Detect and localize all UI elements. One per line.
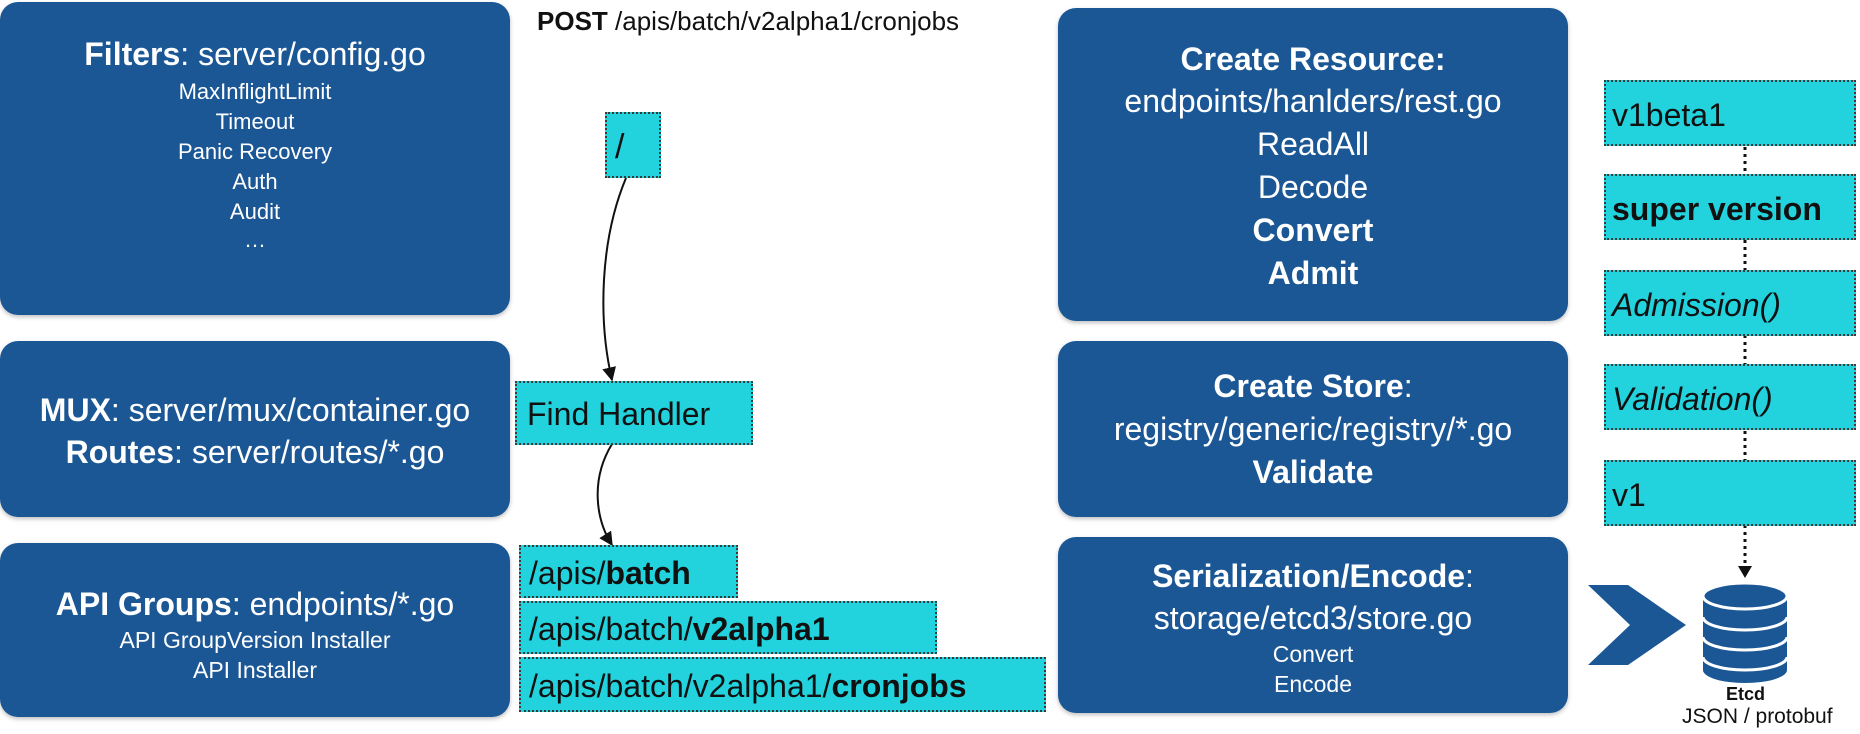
create-store-item-bold: Validate (1252, 454, 1374, 490)
filters-panel: Filters: server/config.go MaxInflightLim… (0, 2, 510, 315)
filters-title: Filters (84, 36, 181, 72)
request-method: POST (537, 6, 608, 36)
path-segment: batch (605, 555, 691, 591)
create-resource-panel: Create Resource: endpoints/hanlders/rest… (1058, 8, 1568, 321)
api-groups-file: : endpoints/*.go (231, 586, 455, 622)
arrow-find-handler-to-batch (596, 443, 613, 547)
routes-file: : server/routes/*.go (174, 434, 445, 470)
serialization-title: Serialization/Encode (1152, 558, 1466, 594)
mux-title: MUX (39, 392, 111, 428)
filter-item: MaxInflightLimit (178, 79, 332, 104)
version-box-super-version: super version (1604, 174, 1856, 240)
version-box-v1beta1: v1beta1 (1604, 80, 1856, 146)
api-groups-item: API Installer (193, 657, 317, 683)
super-version-label: super version (1612, 191, 1822, 227)
root-path-box: / (605, 112, 661, 178)
serialization-item: Convert (1272, 641, 1354, 667)
etcd-format-label: JSON / protobuf (1682, 705, 1833, 728)
routes-title: Routes (65, 434, 175, 470)
api-groups-title: API Groups (55, 586, 232, 622)
create-store-title: Create Store (1213, 368, 1404, 404)
serialization-header: Serialization/Encode: (1058, 555, 1568, 597)
filter-item: Audit (229, 199, 281, 224)
mux-panel: MUX: server/mux/container.go Routes: ser… (0, 341, 510, 517)
version-box-validation: Validation() (1604, 364, 1856, 430)
create-resource-item: ReadAll (1256, 126, 1370, 162)
serialization-file: storage/etcd3/store.go (1153, 600, 1473, 636)
path-prefix: /apis/batch/v2alpha1/ (529, 668, 832, 704)
arrow-v1-to-etcd-head (1738, 566, 1752, 578)
serialization-panel: Serialization/Encode: storage/etcd3/stor… (1058, 537, 1568, 713)
path-box-batch: /apis/batch (519, 545, 738, 598)
request-title: POST /apis/batch/v2alpha1/cronjobs (537, 6, 959, 37)
filters-header: Filters: server/config.go (0, 36, 510, 73)
path-box-v2alpha1: /apis/batch/v2alpha1 (519, 601, 937, 654)
path-prefix: /apis/batch/ (529, 611, 693, 647)
find-handler-box: Find Handler (515, 381, 753, 445)
serialization-item: Encode (1273, 671, 1352, 697)
create-resource-title: Create Resource: (1180, 41, 1446, 77)
filter-item: Timeout (215, 109, 295, 134)
version-box-v1: v1 (1604, 460, 1856, 526)
create-store-header: Create Store: (1058, 365, 1568, 408)
database-icon (1701, 581, 1789, 683)
filter-item: Panic Recovery (177, 139, 333, 164)
create-resource-item: Decode (1257, 169, 1369, 205)
create-resource-item-bold: Convert (1252, 212, 1374, 248)
path-segment: v2alpha1 (692, 611, 830, 647)
routes-line: Routes: server/routes/*.go (0, 431, 510, 473)
path-segment: cronjobs (831, 668, 967, 704)
create-store-panel: Create Store: registry/generic/registry/… (1058, 341, 1568, 517)
mux-file: : server/mux/container.go (110, 392, 471, 428)
path-box-cronjobs: /apis/batch/v2alpha1/cronjobs (519, 657, 1046, 712)
create-store-title-suffix: : (1403, 368, 1413, 404)
create-resource-item-bold: Admit (1267, 255, 1359, 291)
chevron-arrow-icon (1588, 585, 1686, 665)
validation-label: Validation() (1612, 381, 1773, 417)
request-path: /apis/batch/v2alpha1/cronjobs (607, 6, 960, 36)
version-box-admission: Admission() (1604, 270, 1856, 336)
serialization-title-suffix: : (1465, 558, 1474, 594)
admission-label: Admission() (1612, 287, 1781, 323)
arrow-root-to-find-handler (602, 177, 627, 382)
api-groups-item: API GroupVersion Installer (119, 627, 391, 653)
create-resource-file: endpoints/hanlders/rest.go (1124, 83, 1502, 119)
path-prefix: /apis/ (529, 555, 606, 591)
etcd-label: Etcd (1726, 684, 1766, 704)
api-groups-header: API Groups: endpoints/*.go (0, 583, 510, 625)
create-store-file: registry/generic/registry/*.go (1113, 411, 1513, 447)
mux-line: MUX: server/mux/container.go (0, 389, 510, 431)
filter-item: … (244, 227, 266, 252)
filter-item: Auth (232, 169, 278, 194)
filters-file: : server/config.go (180, 36, 426, 72)
api-groups-panel: API Groups: endpoints/*.go API GroupVers… (0, 543, 510, 717)
